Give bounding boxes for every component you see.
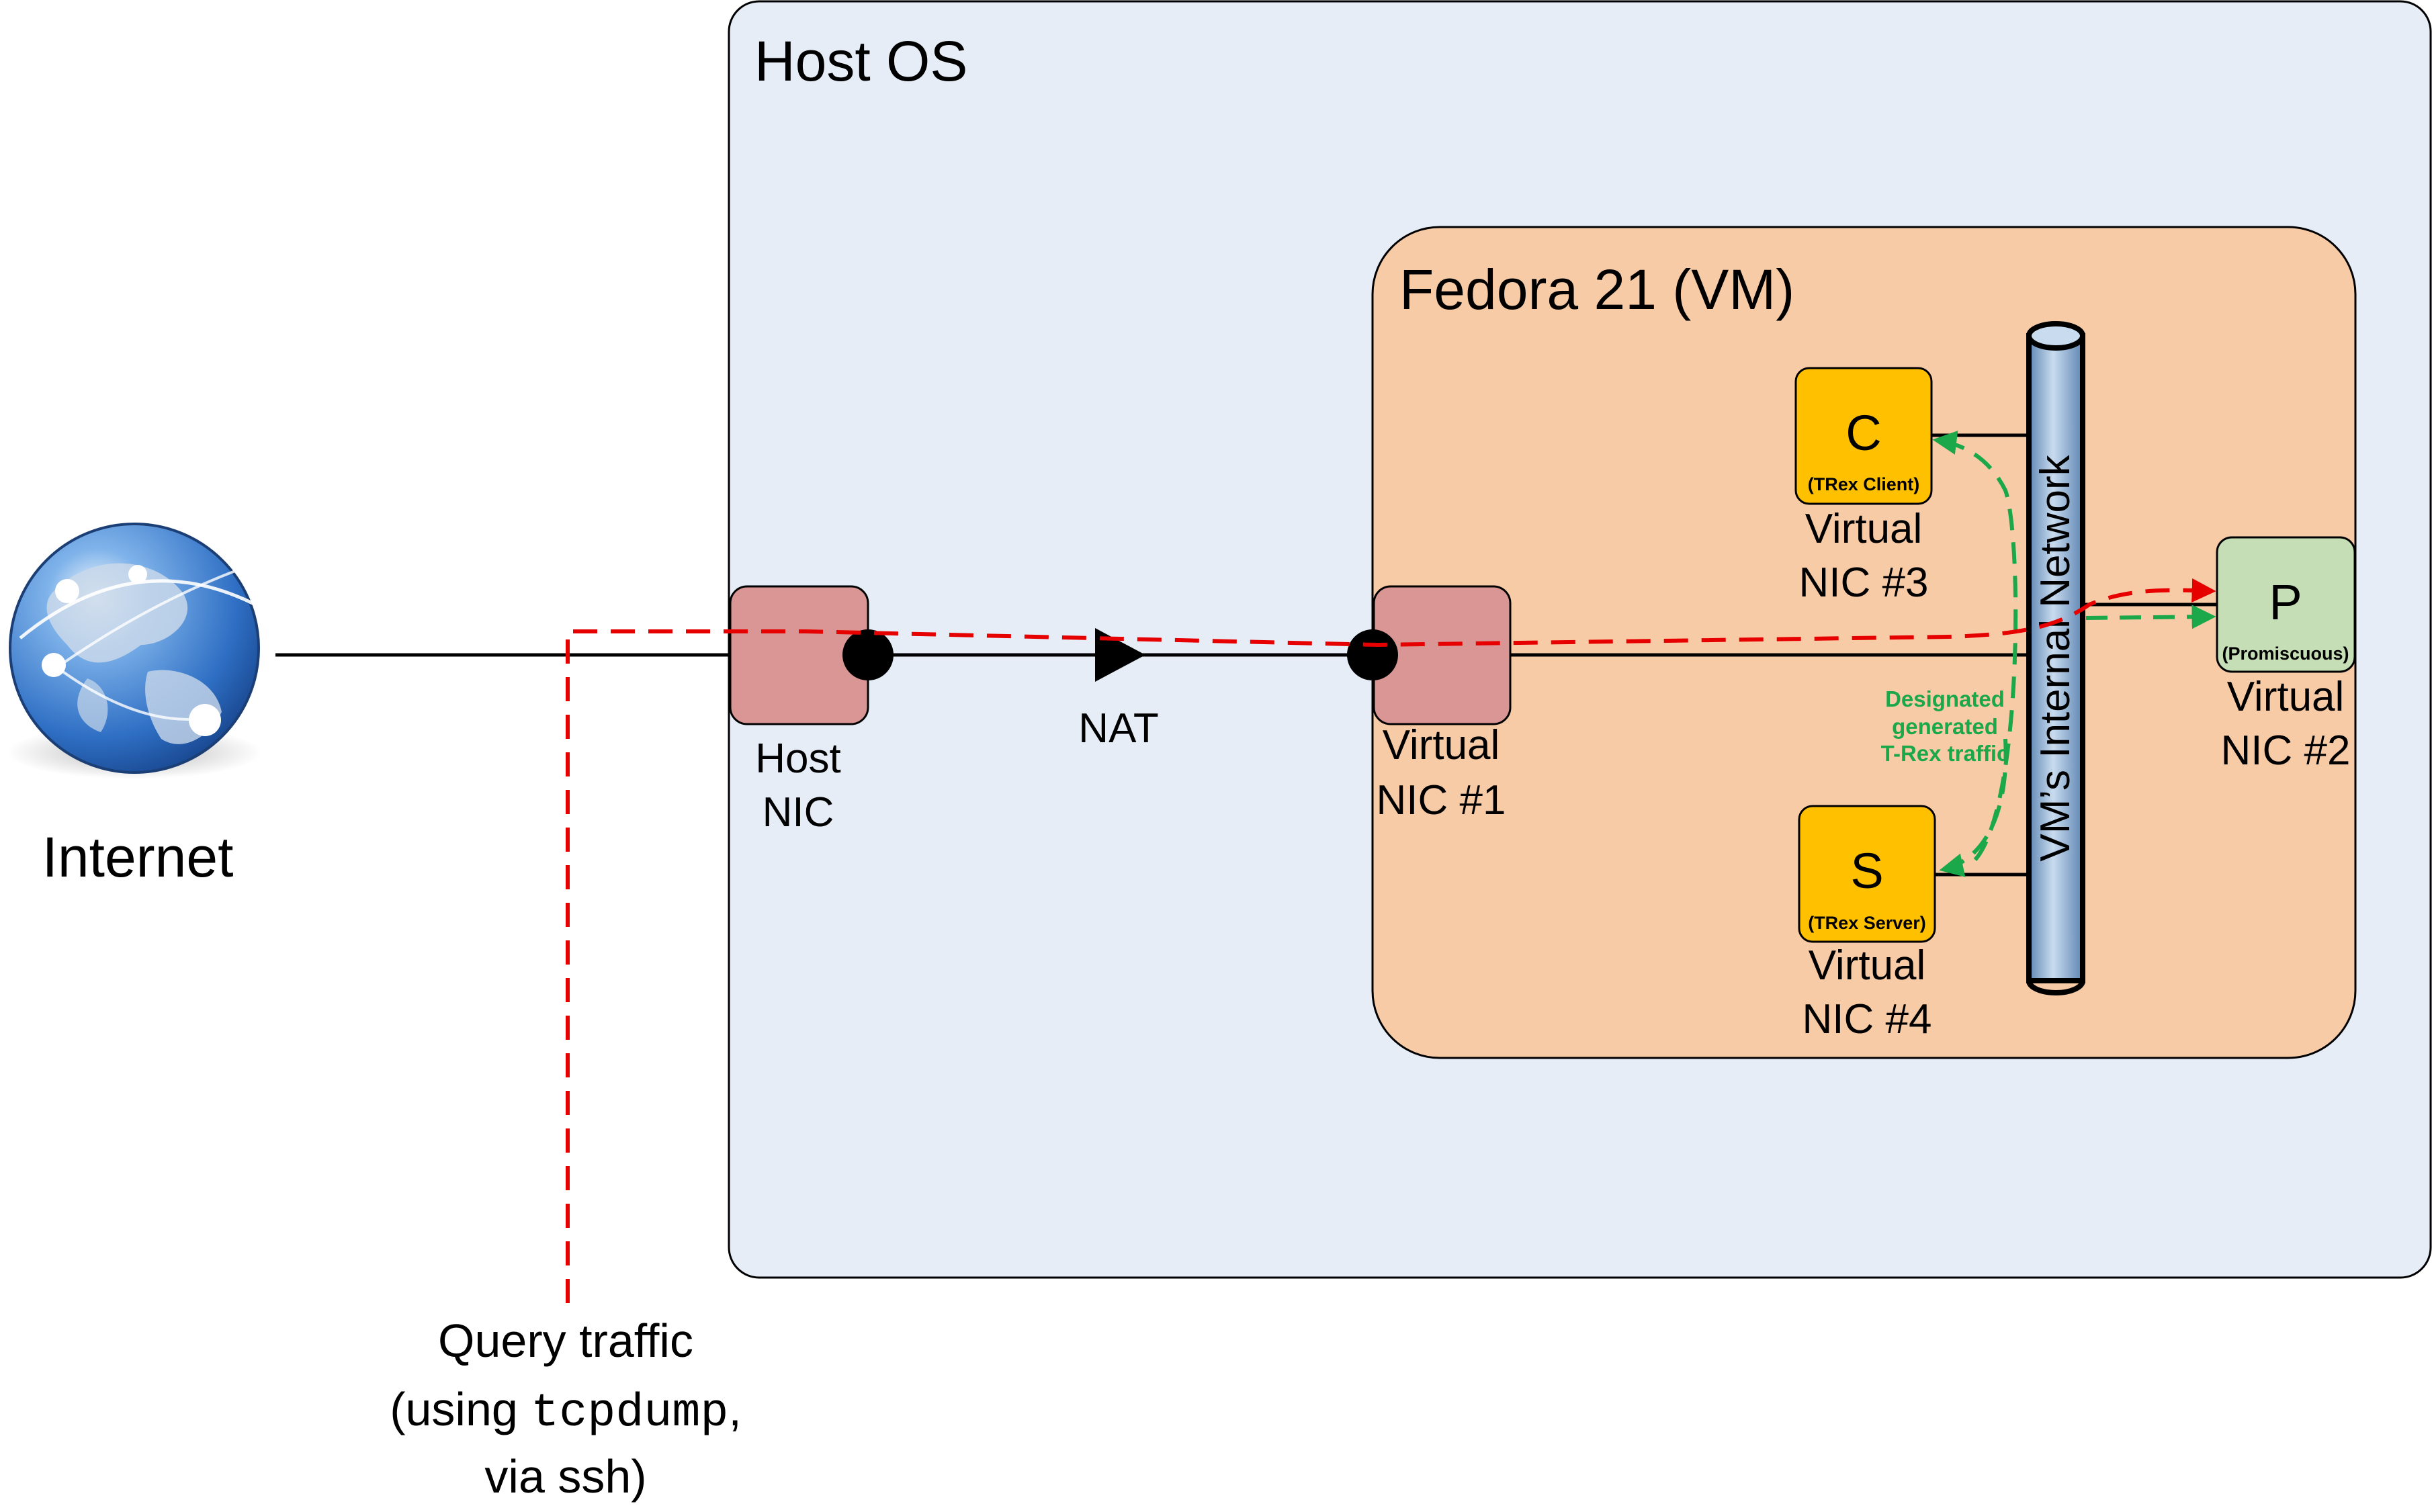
trex-server-caption: (TRex Server): [1808, 913, 1926, 933]
trex-client-letter: C: [1845, 405, 1881, 461]
vm-title: Fedora 21 (VM): [1399, 258, 1794, 321]
virtual-nic-1-label-2: NIC #1: [1377, 777, 1506, 824]
trex-client-caption: (TRex Client): [1808, 474, 1920, 494]
virtual-nic-1-label-1: Virtual: [1383, 722, 1500, 768]
query-label-3: via ssh): [484, 1450, 646, 1503]
promiscuous-caption: (Promiscuous): [2222, 643, 2349, 664]
host-nic-label-1: Host: [755, 736, 840, 782]
virtual-nic-2-label-2: NIC #2: [2221, 727, 2351, 774]
internet-globe-icon: [7, 523, 262, 779]
virtual-nic-3-label-1: Virtual: [1805, 506, 1923, 552]
promiscuous-nic: [2216, 536, 2356, 673]
trex-traffic-promisc-path: [2085, 605, 2216, 629]
designated-label-1: Designated: [1885, 686, 2005, 711]
host-os-title: Host OS: [754, 30, 967, 93]
host-nic-port: [842, 629, 894, 680]
query-label-2-post: ,: [728, 1383, 741, 1435]
host-nic-label-2: NIC: [763, 789, 834, 836]
query-label-1: Query traffic: [438, 1315, 693, 1367]
trex-server-letter: S: [1850, 843, 1883, 899]
virtual-nic-2-label-1: Virtual: [2227, 674, 2345, 720]
query-label-2-pre: (using: [390, 1383, 531, 1435]
query-label-2-cmd: tcpdump: [531, 1387, 728, 1440]
virtual-nic-3-label-2: NIC #3: [1799, 560, 1929, 606]
virtual-nic-4-label-2: NIC #4: [1803, 996, 1932, 1042]
internal-network-pipe: [2026, 321, 2085, 995]
nat-label: NAT: [1078, 705, 1158, 752]
trex-traffic-server-path: [1939, 738, 2008, 877]
internal-network-label: VM’s Internal Network: [2032, 454, 2079, 861]
trex-server-nic: [1798, 805, 1936, 943]
internet-label: Internet: [42, 826, 234, 889]
nat-arrow-icon: [1095, 628, 1145, 682]
designated-label-3: T-Rex traffic: [1881, 741, 2009, 766]
virtual-nic-4-label-1: Virtual: [1809, 942, 1926, 989]
trex-client-nic: [1794, 367, 1933, 505]
virtual-nic-1-port: [1347, 629, 1398, 680]
promiscuous-letter: P: [2269, 574, 2302, 630]
query-traffic-path: [566, 578, 2216, 1303]
designated-label-2: generated: [1892, 714, 1998, 739]
query-label-2: (using tcpdump,: [390, 1383, 742, 1440]
